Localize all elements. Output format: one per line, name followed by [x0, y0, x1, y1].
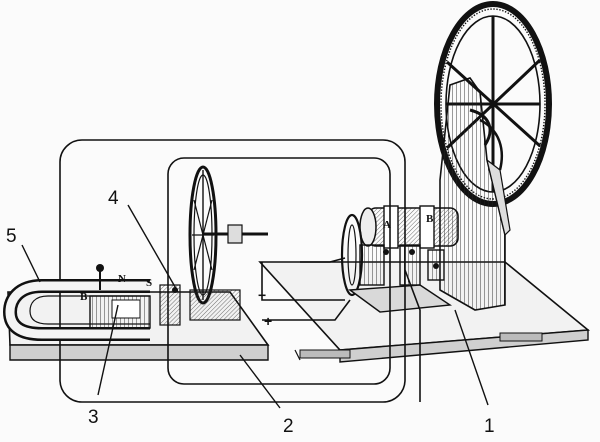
leader-3 — [97, 304, 119, 396]
commutator-mark-b: B — [426, 213, 434, 225]
callout-1: 1 — [484, 416, 495, 437]
armature-assembly — [340, 205, 459, 313]
horseshoe-magnet — [2, 279, 150, 341]
inner-wire-loop — [167, 157, 391, 385]
top-wire — [300, 257, 346, 263]
coil-block — [89, 264, 181, 329]
small-disc-wheel — [188, 165, 268, 321]
magnet-pole-s: S — [146, 277, 152, 289]
minus-wire — [261, 262, 345, 301]
magnet-mark-b: B — [80, 291, 88, 303]
leader-4 — [127, 204, 179, 293]
leader-2 — [239, 354, 281, 409]
leader-1 — [454, 309, 489, 406]
magnet-pole-n: N — [118, 273, 126, 285]
wiring-loops — [59, 139, 421, 403]
callout-5: 5 — [6, 226, 17, 247]
commutator-mark-a: A — [383, 219, 391, 231]
callout-3: 3 — [88, 407, 99, 428]
terminal-plus: + — [264, 313, 272, 329]
plus-wire — [262, 299, 351, 321]
callout-2: 2 — [283, 416, 294, 437]
terminal-minus: − — [258, 287, 266, 303]
right-wire — [404, 269, 421, 402]
right-base-board — [258, 261, 591, 363]
leader-5 — [21, 244, 41, 283]
leader-lines — [21, 204, 489, 409]
callout-4: 4 — [108, 188, 119, 209]
wheel-stand — [439, 77, 511, 311]
